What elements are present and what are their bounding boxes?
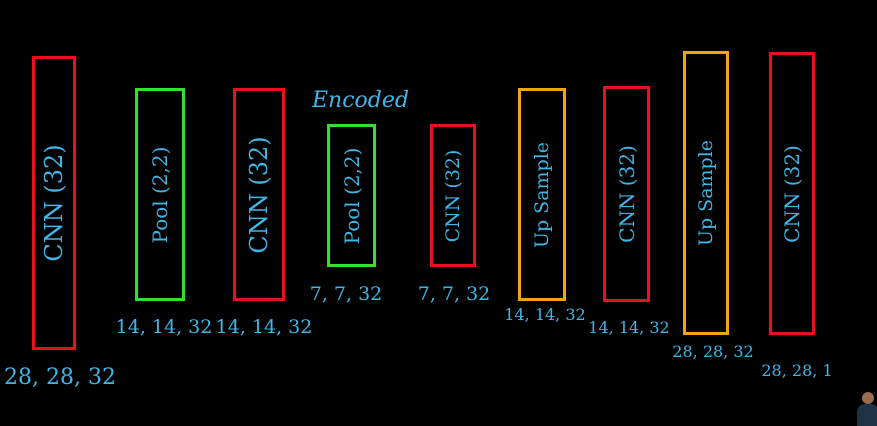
layer-label: CNN (32) xyxy=(245,135,273,254)
layer-box-upsample-2: Up Sample xyxy=(683,51,729,335)
layer-dims: 14, 14, 32 xyxy=(504,305,586,324)
layer-dims: 7, 7, 32 xyxy=(417,283,491,305)
layer-dims: 28, 28, 1 xyxy=(761,361,833,380)
layer-label: CNN (32) xyxy=(614,145,639,243)
layer-dims: 14, 14, 32 xyxy=(588,318,670,337)
layer-label: CNN (32) xyxy=(780,144,804,243)
presenter-avatar xyxy=(856,388,877,426)
layer-label: CNN (32) xyxy=(40,144,68,262)
layer-label: Up Sample xyxy=(531,141,553,248)
layer-dims: 28, 28, 32 xyxy=(4,365,116,390)
layer-box-pool-2: Pool (2,2) xyxy=(327,124,376,267)
layer-label: CNN (32) xyxy=(442,149,464,242)
layer-dims: 14, 14, 32 xyxy=(115,316,213,338)
layer-dims: 14, 14, 32 xyxy=(215,316,313,338)
layer-box-upsample-1: Up Sample xyxy=(518,88,566,301)
layer-box-cnn-1: CNN (32) xyxy=(32,56,76,350)
layer-label: Pool (2,2) xyxy=(339,147,364,244)
layer-box-cnn-3: CNN (32) xyxy=(430,124,476,267)
layer-box-cnn-5: CNN (32) xyxy=(769,52,815,335)
layer-dims: 7, 7, 32 xyxy=(309,283,383,305)
layer-label: Up Sample xyxy=(695,139,717,247)
layer-label: Pool (2,2) xyxy=(148,146,172,243)
layer-dims: 28, 28, 32 xyxy=(672,342,754,361)
layer-box-cnn-4: CNN (32) xyxy=(603,86,650,302)
encoded-annotation: Encoded xyxy=(312,88,409,113)
layer-box-cnn-2: CNN (32) xyxy=(233,88,285,301)
layer-box-pool-1: Pool (2,2) xyxy=(135,88,185,301)
